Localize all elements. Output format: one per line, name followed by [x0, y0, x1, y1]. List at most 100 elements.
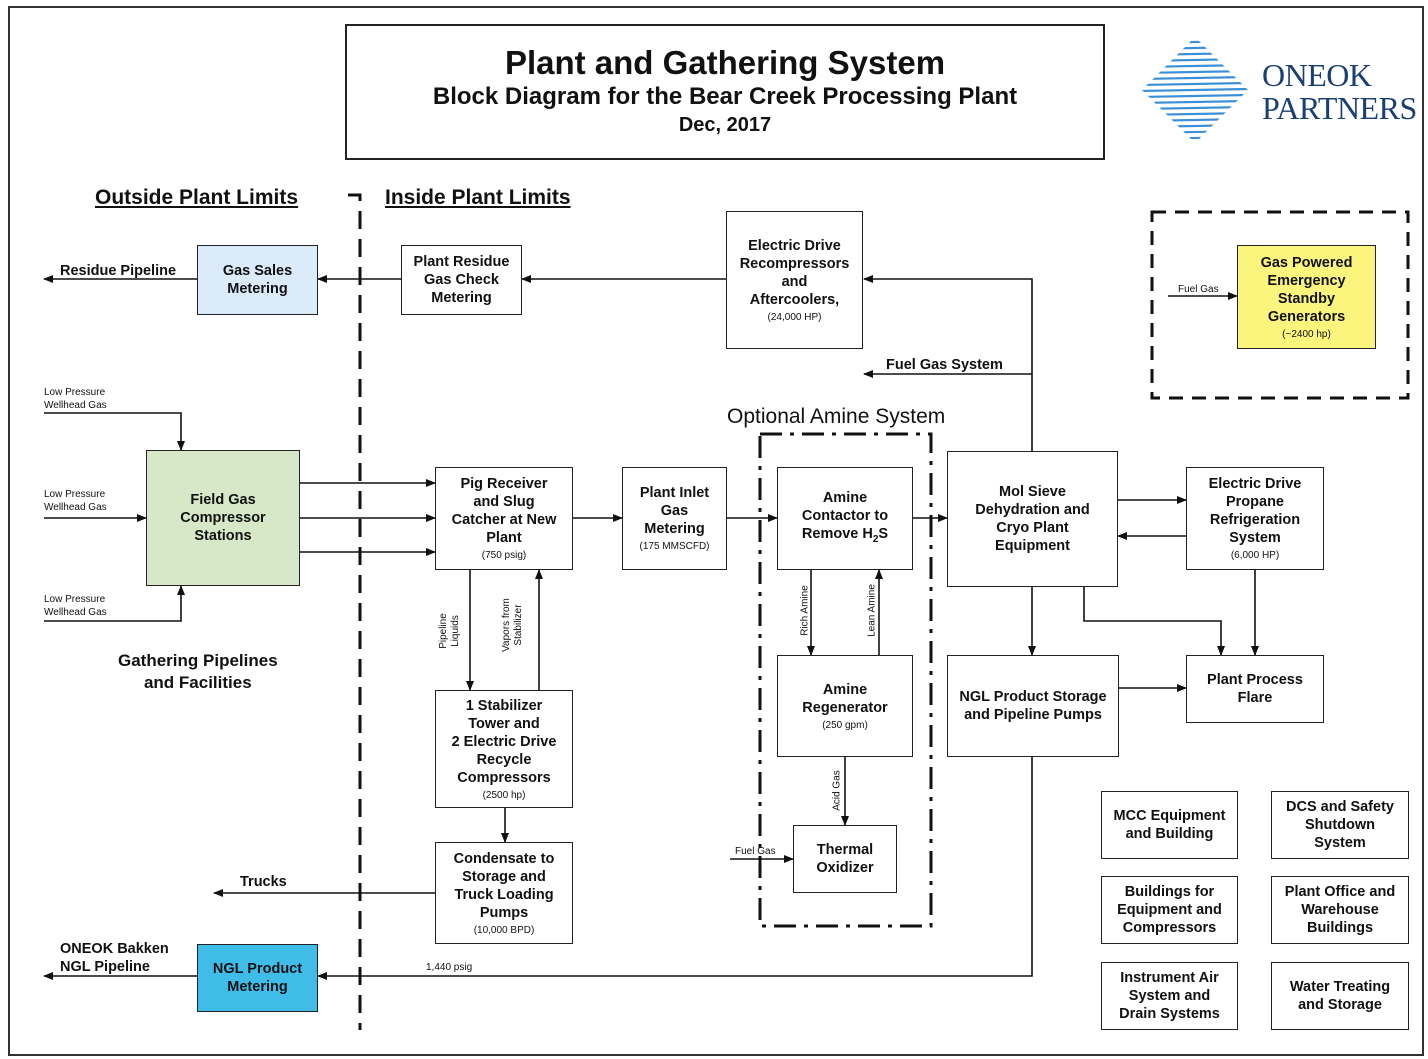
box-line: System	[1229, 530, 1281, 546]
box-line: Metering	[227, 281, 288, 297]
box-line: Generators	[1267, 308, 1346, 325]
lp-gas-label-2: Low Pressure Wellhead Gas	[44, 488, 107, 514]
diamond-stripes-icon	[1142, 39, 1248, 141]
box-line: Metering	[644, 521, 705, 537]
residue-pipeline-label: Residue Pipeline	[60, 263, 177, 279]
box-capacity: (250 gpm)	[822, 719, 868, 731]
box-line: Plant Office and	[1284, 884, 1396, 900]
outside-plant-limits-heading: Outside Plant Limits	[95, 186, 299, 209]
plant-process-flare-box: Plant Process Flare	[1186, 655, 1324, 723]
rich-amine-label: Rich Amine	[799, 585, 811, 636]
lp-gas-label-3: Low Pressure Wellhead Gas	[44, 593, 107, 619]
mcc-box: MCC Equipment and Building	[1101, 791, 1238, 859]
box-line: Flare	[1237, 690, 1273, 706]
label-line: Wellhead Gas	[44, 502, 107, 513]
mol-sieve-box: Mol Sieve Dehydration and Cryo Plant Equ…	[947, 451, 1118, 587]
amine-enclosure	[758, 432, 933, 928]
box-line: Water Treating	[1289, 979, 1391, 995]
label-line: Low Pressure	[44, 489, 106, 500]
box-line: Amine	[822, 489, 868, 506]
box-line: Plant Inlet	[639, 485, 710, 501]
box-line: Tower and	[468, 715, 540, 732]
box-line: Plant Process	[1207, 672, 1303, 688]
box-line: Contactor to	[801, 507, 889, 524]
box-line: and Slug	[473, 494, 535, 510]
amine-contactor-box: Amine Contactor to Remove H2S	[777, 467, 913, 570]
box-line: Regenerator	[802, 699, 888, 716]
lean-amine-label: Lean Amine	[866, 584, 878, 637]
box-line: Compressors	[1122, 920, 1217, 936]
box-line: Cryo Plant	[996, 520, 1069, 536]
generator-enclosure	[1150, 210, 1410, 400]
fuel-gas-system-label: Fuel Gas System	[886, 357, 1003, 373]
box-capacity: (750 psig)	[481, 550, 527, 561]
label-line: Stabilizer	[513, 604, 524, 646]
trucks-label: Trucks	[240, 874, 287, 890]
optional-amine-heading: Optional Amine System	[727, 405, 946, 428]
instrument-air-box: Instrument Air System and Drain Systems	[1101, 962, 1238, 1030]
box-line: Field Gas	[190, 492, 256, 508]
box-line: Oxidizer	[816, 860, 874, 876]
lp-gas-1-arrow	[44, 412, 185, 451]
psig-label: 1,440 psig	[426, 962, 473, 973]
label-line: Liquids	[450, 615, 461, 647]
gas-sales-metering-box: Gas Sales Metering	[197, 245, 318, 315]
pig-receiver-box: Pig Receiver and Slug Catcher at New Pla…	[435, 467, 573, 570]
box-line: Gas	[660, 503, 689, 519]
label-line: Low Pressure	[44, 594, 106, 605]
fuel-gas-generator-label: Fuel Gas	[1178, 284, 1219, 295]
box-line: 2 Electric Drive	[451, 733, 557, 750]
field-gas-compressor-box: Field Gas Compressor Stations	[146, 450, 300, 586]
dcs-box: DCS and Safety Shutdown System	[1271, 791, 1409, 859]
page-title: Plant and Gathering System	[504, 44, 946, 81]
box-line: NGL Product Storage	[959, 689, 1107, 705]
ngl-storage-box: NGL Product Storage and Pipeline Pumps	[947, 655, 1119, 757]
box-line: Equipment	[995, 538, 1070, 554]
box-line: Stations	[194, 528, 252, 544]
box-line: Warehouse	[1301, 902, 1379, 918]
box-line: Gas Sales	[222, 263, 293, 279]
molsieve-to-recomp-arrow	[863, 275, 1033, 451]
oneok-logo: ONEOK PARTNERS	[1140, 35, 1417, 145]
fuel-gas-oxidizer-label: Fuel Gas	[735, 846, 776, 857]
label-line: Gathering Pipelines	[118, 651, 278, 670]
plant-inlet-metering-box: Plant Inlet Gas Metering (175 MMSCFD)	[622, 467, 727, 570]
box-line: and Pipeline Pumps	[964, 707, 1102, 723]
water-treating-box: Water Treating and Storage	[1271, 962, 1409, 1030]
box-line: Recompressors	[739, 255, 850, 272]
box-line: Dehydration and	[975, 502, 1090, 518]
box-line: Instrument Air	[1120, 970, 1219, 986]
inside-plant-limits-heading: Inside Plant Limits	[385, 186, 571, 209]
label-line: Wellhead Gas	[44, 400, 107, 411]
box-line: MCC Equipment	[1113, 808, 1226, 824]
box-line: Gas Powered	[1260, 254, 1353, 271]
box-line: System	[1314, 835, 1366, 851]
propane-refrigeration-box: Electric Drive Propane Refrigeration Sys…	[1186, 467, 1324, 570]
box-line: Plant Residue	[413, 254, 510, 270]
lp-gas-label-1: Low Pressure Wellhead Gas	[44, 386, 107, 412]
box-line: Standby	[1277, 290, 1336, 307]
stabilizer-box: 1 Stabilizer Tower and 2 Electric Drive …	[435, 690, 573, 808]
box-line: Compressor	[180, 510, 266, 526]
buildings-box: Buildings for Equipment and Compressors	[1101, 876, 1238, 944]
box-line: System and	[1128, 988, 1211, 1004]
label-line: Pipeline	[438, 613, 449, 649]
box-line: Emergency	[1267, 272, 1346, 289]
office-warehouse-box: Plant Office and Warehouse Buildings	[1271, 876, 1409, 944]
label-line: ONEOK Bakken	[60, 941, 169, 957]
h2s-text: Remove H	[801, 525, 873, 542]
box-line: Refrigeration	[1209, 512, 1301, 528]
logo-line-2: PARTNERS	[1262, 90, 1417, 126]
label-line: Low Pressure	[44, 387, 106, 398]
ngl-product-line	[317, 757, 1033, 980]
box-line: NGL Product	[212, 961, 303, 977]
box-line: Condensate to	[453, 850, 555, 867]
label-line: Wellhead Gas	[44, 607, 107, 618]
box-line: Metering	[431, 290, 492, 306]
label-line: NGL Pipeline	[60, 959, 150, 975]
box-line: Gas Check	[424, 272, 499, 288]
box-line: Drain Systems	[1119, 1006, 1220, 1022]
box-line: and	[781, 273, 808, 290]
box-line: Compressors	[457, 769, 551, 786]
